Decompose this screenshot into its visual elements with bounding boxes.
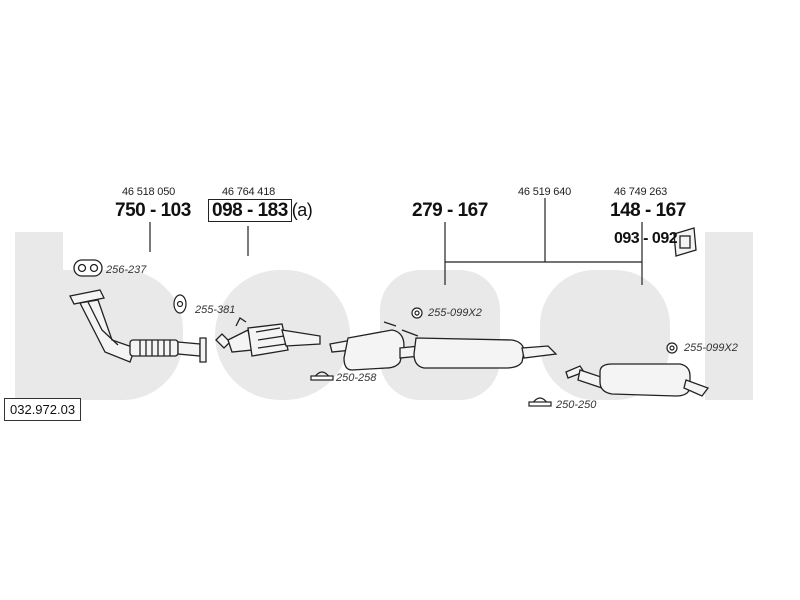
watermark-b-stem: [15, 232, 63, 400]
ring-center: [411, 307, 423, 319]
oem-number-front-pipe: 46 518 050: [122, 186, 176, 198]
clamp-250-258: [310, 371, 334, 381]
ring-rear: [666, 342, 678, 354]
catalyst-part: [215, 317, 321, 357]
mount-kit-part: [673, 227, 697, 257]
watermark-b-bowl: [63, 270, 183, 400]
ref-rear-clamp: 250-250: [556, 399, 597, 411]
oem-number-rear: 46 749 263: [614, 186, 668, 198]
ref-center-clamp: 250-258: [336, 372, 377, 384]
part-number-catalyst: 098 - 183: [208, 199, 292, 222]
clamp-255-381: [173, 294, 187, 314]
center-silencer-part: [329, 321, 558, 371]
ref-gasket: 256-237: [106, 264, 147, 276]
part-number-center-silencer: 279 - 167: [412, 200, 488, 221]
oem-number-silencer: 46 519 640: [518, 186, 572, 198]
catalyst-suffix: (a): [291, 200, 313, 220]
ref-center-ring: 255-099X2: [428, 307, 482, 319]
watermark-l: [705, 232, 753, 400]
part-number-rear-silencer: 148 - 167: [610, 200, 686, 221]
oem-number-catalyst: 46 764 418: [222, 186, 276, 198]
part-number-mount-kit: 093 - 092: [614, 230, 678, 247]
diagram-number: 032.972.03: [4, 398, 82, 421]
front-pipe-part: [69, 289, 207, 363]
part-number-front-pipe: 750 - 103: [115, 200, 191, 221]
ref-catalyst-clamp: 255-381: [195, 304, 236, 316]
ref-rear-ring: 255-099X2: [684, 342, 738, 354]
clamp-250-250: [528, 397, 552, 407]
part-number-catalyst-wrap: 098 - 183(a): [208, 199, 313, 222]
rear-silencer-part: [565, 363, 710, 397]
gasket-part: [73, 259, 103, 277]
